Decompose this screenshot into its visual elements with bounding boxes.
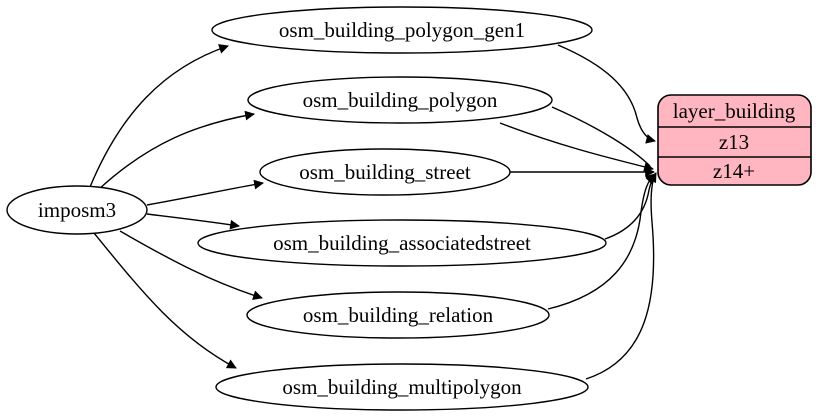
edge-imposm3-osm_building_multipolygon <box>93 232 237 369</box>
osm_building_multipolygon-ellipse <box>215 363 589 411</box>
node-layer_building: layer_building z13 z14+ <box>657 94 812 186</box>
layer_building-title: layer_building <box>673 99 796 123</box>
osm_building_street-ellipse <box>259 148 511 196</box>
edge-imposm3-osm_building_polygon_gen1 <box>89 44 229 188</box>
osm_building_associatedstreet-label: osm_building_associatedstreet <box>273 231 531 255</box>
layer_building-box <box>657 94 812 186</box>
edge-osm_building_polygon_gen1-z13 <box>557 44 656 144</box>
edge-imposm3-osm_building_street <box>146 179 264 206</box>
osm_building_multipolygon-label: osm_building_multipolygon <box>282 375 522 399</box>
imposm3-ellipse <box>6 185 148 235</box>
layer_building-row-z13: z13 <box>719 130 749 154</box>
node-osm_building_relation: osm_building_relation <box>246 291 550 339</box>
imposm3-label: imposm3 <box>38 198 116 222</box>
node-osm_building_street: osm_building_street <box>259 148 511 196</box>
node-osm_building_polygon: osm_building_polygon <box>247 76 553 124</box>
osm_building_polygon_gen1-label: osm_building_polygon_gen1 <box>279 18 525 42</box>
node-osm_building_multipolygon: osm_building_multipolygon <box>215 363 589 411</box>
layer_building-row-z14: z14+ <box>713 159 755 183</box>
node-imposm3: imposm3 <box>6 185 148 235</box>
edge-osm_building_polygon-z14 <box>499 122 654 172</box>
osm_building_polygon-label: osm_building_polygon <box>303 88 498 112</box>
edge-osm_building_relation-z14 <box>547 173 656 310</box>
osm_building_polygon_gen1-ellipse <box>211 6 593 54</box>
osm_building_street-label: osm_building_street <box>299 160 471 184</box>
osm_building_polygon-ellipse <box>247 76 553 124</box>
edge-imposm3-osm_building_relation <box>119 230 263 300</box>
edge-imposm3-osm_building_associatedstreet <box>146 213 240 230</box>
node-osm_building_polygon_gen1: osm_building_polygon_gen1 <box>211 6 593 54</box>
edge-osm_building_multipolygon-z14 <box>585 172 657 380</box>
node-osm_building_associatedstreet: osm_building_associatedstreet <box>197 219 607 267</box>
osm_building_relation-ellipse <box>246 291 550 339</box>
edge-imposm3-osm_building_polygon <box>97 110 255 191</box>
edge-osm_building_polygon-z14-strand <box>551 106 651 167</box>
osm_building_associatedstreet-ellipse <box>197 219 607 267</box>
osm_building_relation-label: osm_building_relation <box>303 303 494 327</box>
